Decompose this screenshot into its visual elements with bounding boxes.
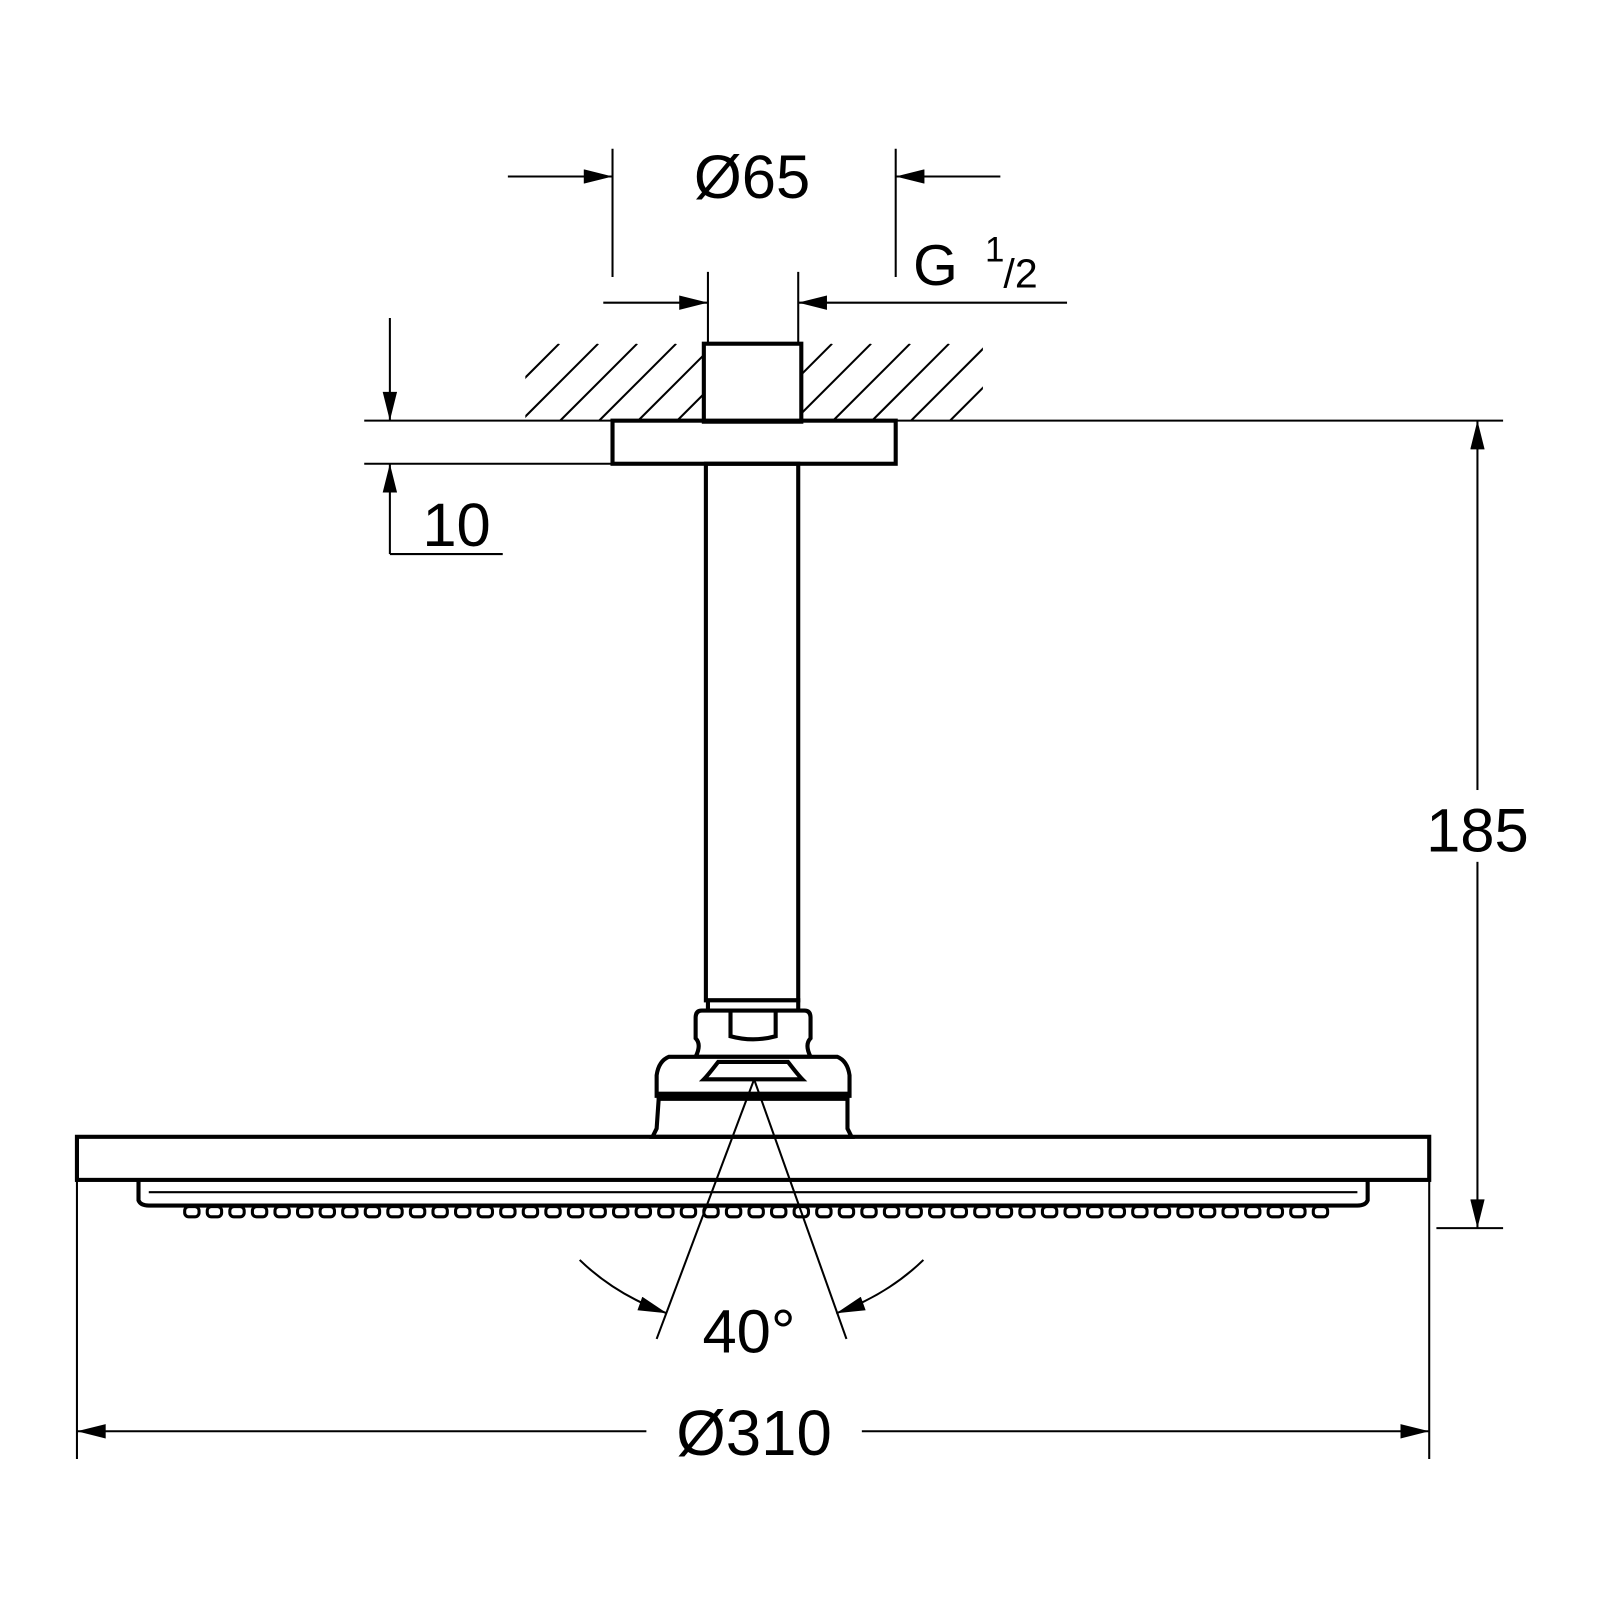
flange-diameter-label: Ø65: [694, 143, 810, 212]
nozzle: [1153, 1205, 1172, 1219]
nozzle: [454, 1205, 472, 1219]
nozzle: [837, 1205, 856, 1219]
nozzle: [250, 1205, 269, 1219]
nozzle: [1018, 1205, 1036, 1219]
nozzle: [1063, 1205, 1081, 1219]
nozzle: [634, 1205, 653, 1219]
nozzle: [228, 1205, 246, 1219]
shower-arm: [703, 461, 801, 1003]
nozzle: [679, 1205, 698, 1219]
flange-thickness-label: 10: [422, 491, 490, 560]
spray-angle-label: 40°: [702, 1297, 795, 1366]
nozzle: [995, 1205, 1014, 1219]
nozzle: [205, 1205, 224, 1219]
nozzle: [589, 1205, 607, 1219]
nozzle: [1040, 1205, 1059, 1219]
nozzle: [521, 1205, 540, 1219]
nozzle: [1176, 1205, 1194, 1219]
flange-diameter-dimension: Ø65: [507, 143, 1001, 278]
nozzle: [950, 1205, 969, 1219]
height-dimension: 185: [1421, 420, 1534, 1230]
nozzle: [770, 1205, 788, 1219]
nozzle: [1266, 1205, 1285, 1219]
head-diameter-dimension: Ø310: [75, 1179, 1431, 1469]
nozzle: [386, 1205, 404, 1219]
nozzle: [1108, 1205, 1127, 1219]
thread-dimension: G 1 /2: [603, 231, 1068, 344]
nozzle: [296, 1205, 314, 1219]
nozzle: [341, 1205, 359, 1219]
nozzle: [273, 1205, 291, 1219]
flange-thickness-dimension: 10: [382, 318, 503, 560]
nozzle: [431, 1205, 449, 1219]
nozzle: [1198, 1205, 1217, 1219]
nozzle: [183, 1205, 201, 1219]
connector-nut: [649, 998, 855, 1139]
flange: [610, 418, 898, 466]
nozzle: [747, 1205, 765, 1219]
spray-angle-dimension: 40°: [578, 1078, 925, 1366]
nozzle: [1311, 1205, 1330, 1219]
spray-nozzles: [183, 1205, 1330, 1219]
nozzle: [860, 1205, 878, 1219]
nozzle: [544, 1205, 562, 1219]
thread-label: G: [913, 234, 958, 298]
nozzle: [318, 1205, 337, 1219]
nozzle: [499, 1205, 517, 1219]
nozzle: [566, 1205, 585, 1219]
shower-plate: [74, 1134, 1432, 1182]
pipe-stub: [701, 341, 804, 424]
nozzle: [1221, 1205, 1239, 1219]
nozzle: [973, 1205, 991, 1219]
nozzle: [657, 1205, 675, 1219]
nozzle: [363, 1205, 382, 1219]
nozzle: [882, 1205, 901, 1219]
height-label: 185: [1426, 797, 1529, 866]
thread-denominator: /2: [1003, 250, 1037, 296]
thread-numerator: 1: [985, 231, 1004, 270]
nozzle: [1131, 1205, 1149, 1219]
nozzle: [928, 1205, 946, 1219]
nozzle: [1244, 1205, 1262, 1219]
nozzle: [724, 1205, 743, 1219]
nozzle: [612, 1205, 630, 1219]
nozzle: [1289, 1205, 1307, 1219]
nozzle: [476, 1205, 495, 1219]
nozzle: [1086, 1205, 1104, 1219]
head-diameter-label: Ø310: [676, 1398, 832, 1469]
nozzle: [408, 1205, 427, 1219]
nozzle: [905, 1205, 923, 1219]
nozzle: [815, 1205, 833, 1219]
